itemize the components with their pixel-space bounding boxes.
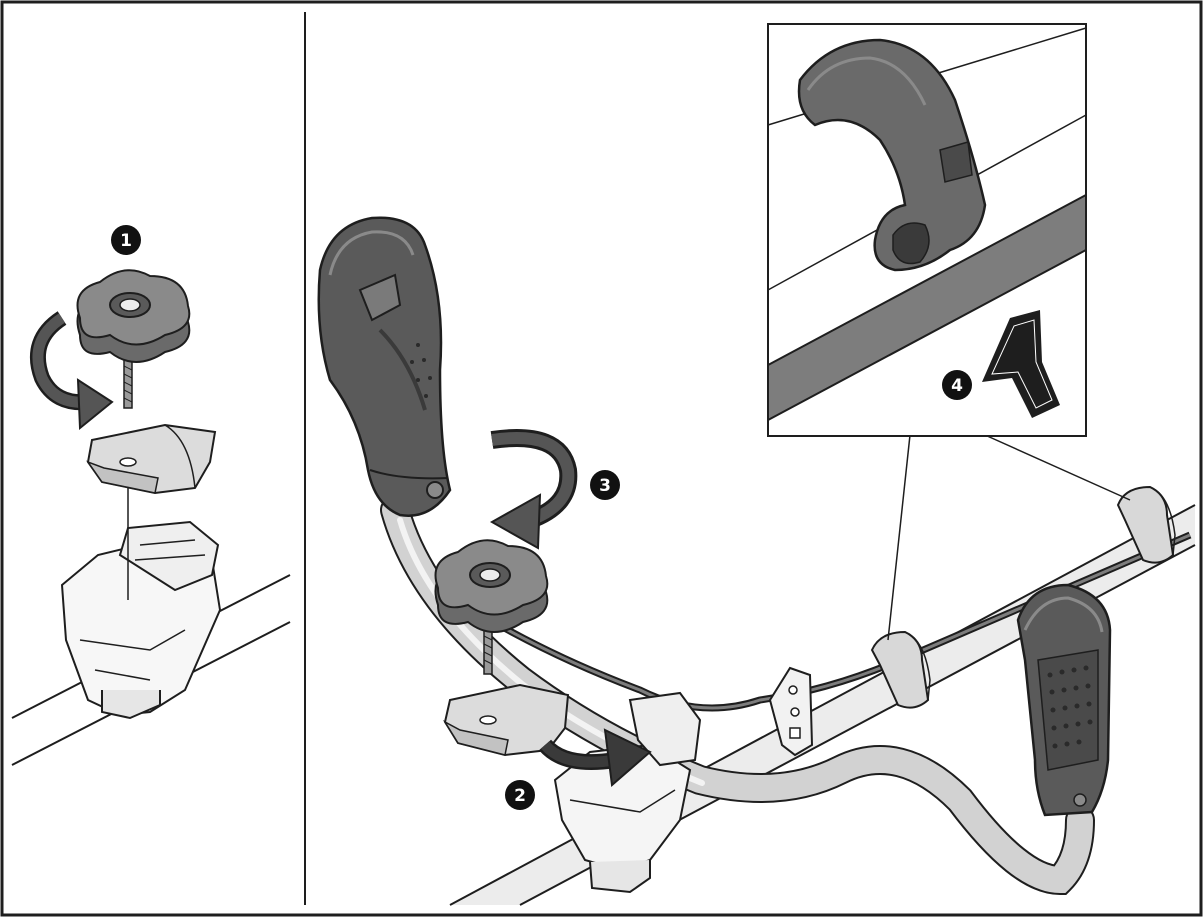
step-badge-circle: [111, 225, 141, 255]
inset-clip-icon: [797, 38, 987, 272]
main-clamp-plate: [442, 683, 570, 757]
push-arrow-icon: [538, 728, 652, 787]
knob-icon: [76, 269, 191, 363]
step-marker-2: 2: [505, 780, 535, 810]
rotate-arrow-icon: [30, 311, 114, 431]
step-marker-4: 4: [942, 370, 972, 400]
shaft-clamp-upper: [1116, 485, 1176, 564]
main-base-mount: [553, 691, 702, 894]
left-handle-icon: [317, 216, 452, 517]
left-panel: [11, 269, 291, 766]
callout-leaders: [887, 434, 1131, 641]
base-mount: [60, 520, 222, 720]
step-badge-label: 1: [120, 231, 132, 251]
step-badge-circle: [942, 370, 972, 400]
right-panel: [317, 23, 1196, 906]
main-knob-icon: [434, 539, 549, 633]
step-badge-label: 2: [514, 786, 526, 806]
step-badge-circle: [505, 780, 535, 810]
step-badge-label: 4: [951, 376, 963, 396]
shaft-clamp-lower: [870, 630, 931, 709]
step-marker-1: 1: [111, 225, 141, 255]
step-markers: 1 2 3 4: [111, 225, 972, 810]
push-up-arrow-icon: [982, 310, 1060, 418]
clamp-icon: [85, 423, 217, 495]
step-marker-3: 3: [590, 470, 620, 500]
step-badge-label: 3: [599, 476, 611, 496]
main-rotate-arrow-icon: [489, 429, 578, 550]
right-handle-icon: [1016, 583, 1112, 817]
cable-bracket: [768, 666, 814, 757]
step-badge-circle: [590, 470, 620, 500]
